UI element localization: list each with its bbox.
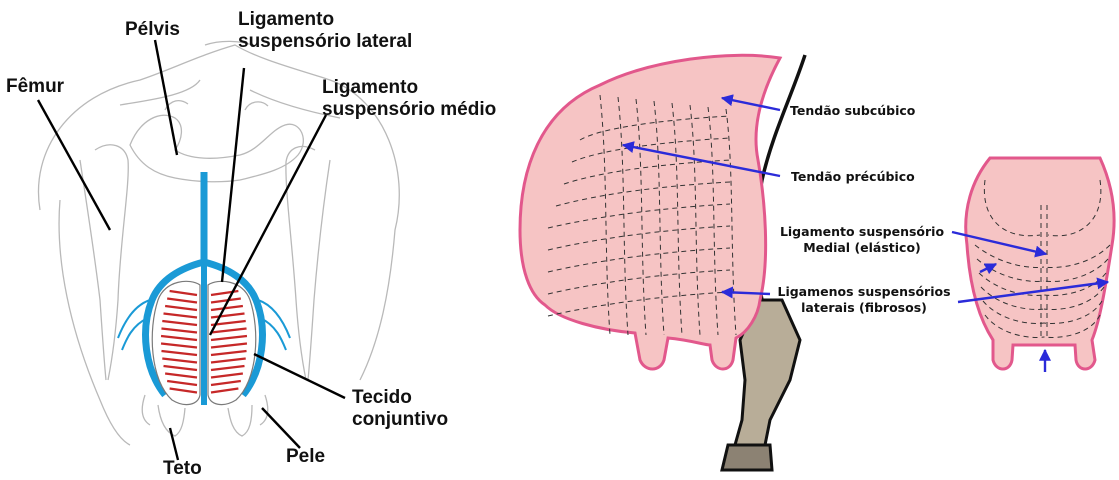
pelvis-bone [130,101,303,182]
label-femur: Fêmur [6,76,65,97]
label-skin: Pele [286,446,325,467]
label-lateral-ligaments-line1: Ligamenos suspensórios [777,284,950,299]
suspensory-ligaments [118,172,290,405]
label-pelvis: Pélvis [125,19,180,40]
label-teat: Teto [163,458,202,479]
label-lateral-line1: Ligamento [238,9,334,30]
label-precubic-tendon: Tendão précúbico [791,169,915,184]
label-medial-line2: suspensório médio [322,99,496,120]
right-lateral-diagram: Tendão subcúbico Tendão précúbico Ligame… [520,55,1114,470]
left-udder-diagram: Pélvis Fêmur Ligamento suspensório later… [6,9,496,479]
label-lateral-ligaments-line2: laterais (fibrosos) [801,300,927,315]
label-lateral-line2: suspensório lateral [238,31,412,52]
label-subcubic-tendon: Tendão subcúbico [790,103,916,118]
label-medial-ligament-line1: Ligamento suspensório [780,224,945,239]
udder-rear-view [966,158,1114,369]
label-medial-line1: Ligamento [322,77,418,98]
label-medial-ligament-line2: Medial (elástico) [803,240,921,255]
label-tissue-line2: conjuntivo [352,409,448,430]
label-tissue-line1: Tecido [352,387,412,408]
